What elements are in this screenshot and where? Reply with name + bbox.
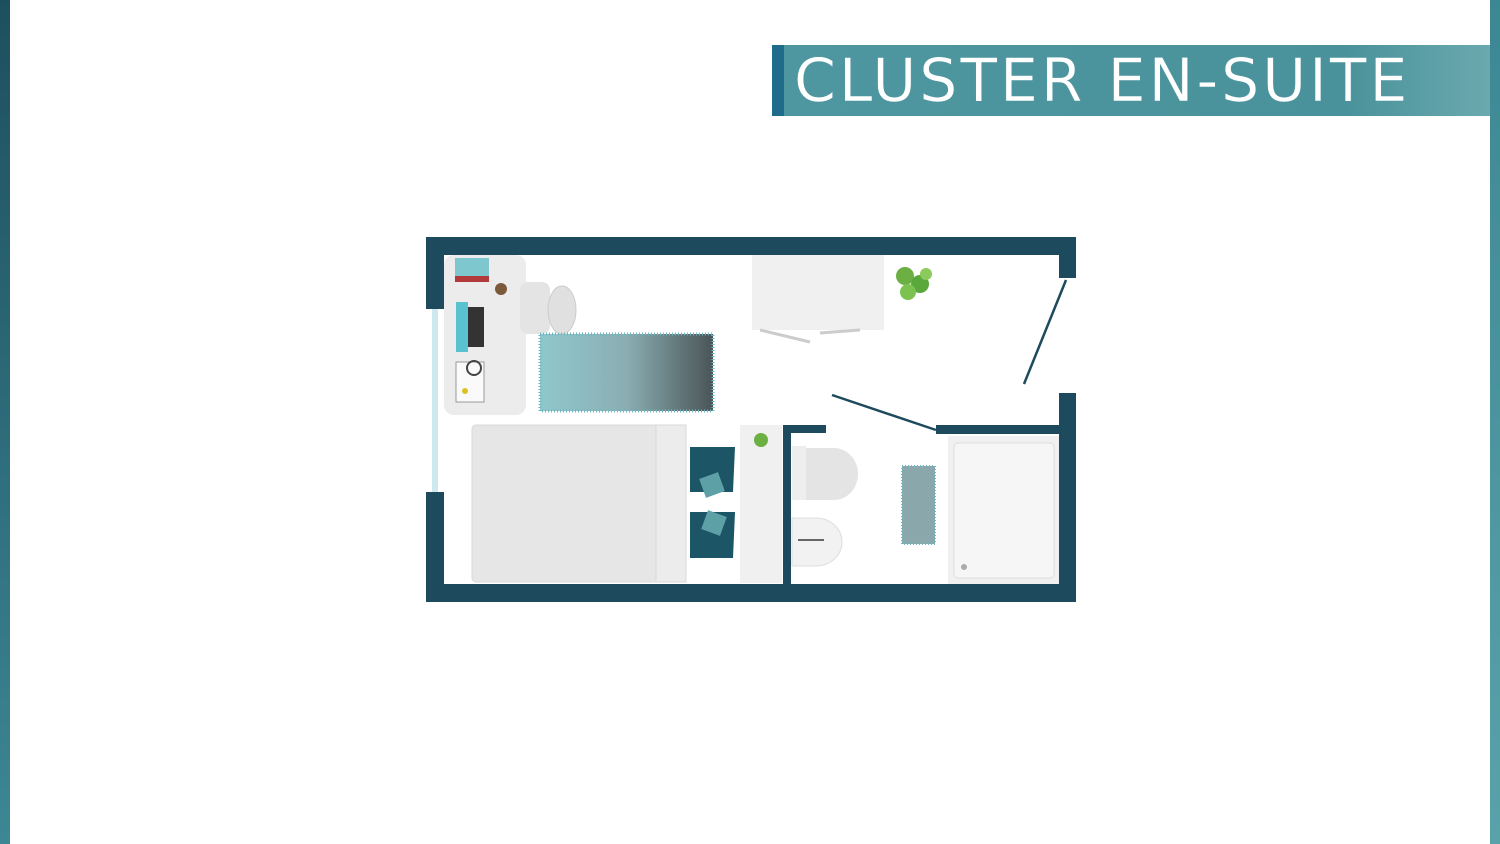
bedside-shelf [740,425,782,583]
rug [538,332,715,413]
entrance-door [1022,279,1068,385]
title-banner: CLUSTER EN-SUITE [772,45,1490,116]
banner-accent [772,45,784,116]
drain-icon [961,564,967,570]
desk-chair [520,282,577,335]
bathroom-door [831,393,937,432]
bath-mat [901,465,936,545]
page-title: CLUSTER EN-SUITE [794,46,1411,116]
left-edge-bar [0,0,10,844]
headphones-icon [466,360,482,376]
window [432,309,438,492]
desk [444,255,526,415]
wardrobe [752,254,884,344]
walls [426,237,1076,602]
shower-tray [948,436,1060,584]
laptop-icon [456,302,468,352]
toilet-icon [792,446,858,500]
right-edge-bar [1490,0,1500,844]
small-plant-icon [754,433,768,447]
coffee-cup-icon [495,283,507,295]
bed [471,424,735,583]
plant-icon [896,267,932,300]
sink-icon [791,517,843,567]
